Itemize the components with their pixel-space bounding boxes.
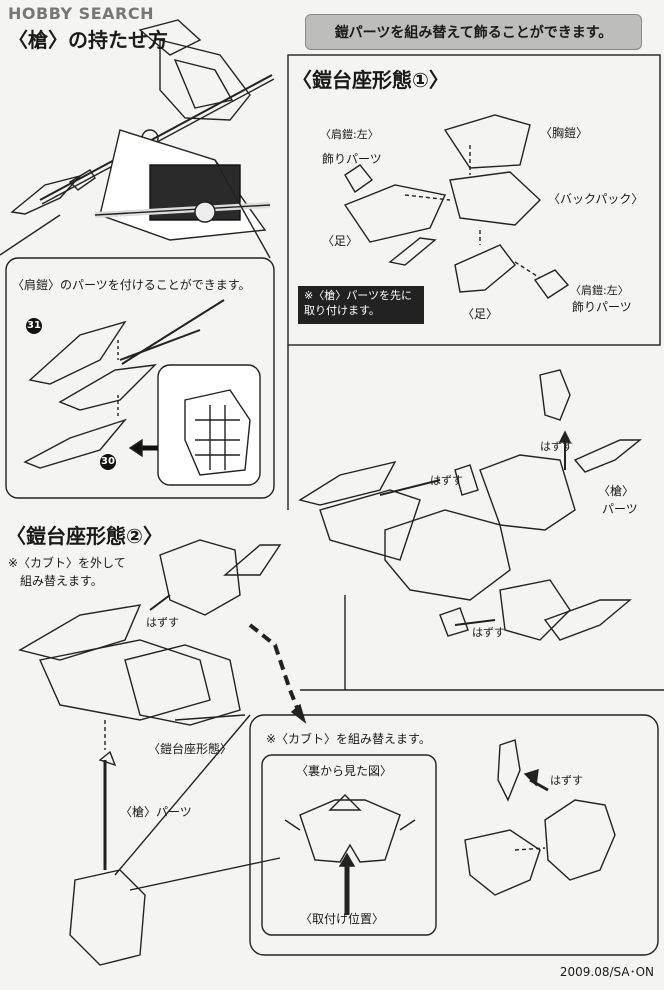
display-mode-2-assembly: [18, 539, 282, 966]
spear-first-note: ※〈槍〉パーツを先に取り付けます。: [298, 286, 424, 324]
display-mode-1-title: 〈鎧台座形態①〉: [292, 68, 449, 92]
display-mode-1-box: [287, 54, 661, 346]
part-number-31: 31: [26, 318, 42, 334]
left-shoulder-label-2: 〈肩鎧:左〉: [570, 284, 629, 297]
rearrange-banner: 鎧パーツを組み替えて飾ることができます。: [305, 14, 642, 50]
part-number-30: 30: [100, 454, 116, 470]
chest-armor-label: 〈胸鎧〉: [540, 126, 589, 140]
watermark-logo: HOBBY SEARCH: [8, 4, 154, 23]
spear-parts-label: パーツ: [602, 502, 638, 516]
helmet-swap-note: ※〈カブト〉を組み替えます。: [266, 732, 431, 746]
remove-helmet-note-1: ※〈カブト〉を外して: [8, 556, 126, 570]
display-mode-2-title: 〈鎧台座形態②〉: [6, 524, 163, 548]
spear-parts-label-2: 〈槍〉パーツ: [120, 805, 192, 819]
rear-view-box: [261, 754, 437, 936]
remove-helmet-note-2: 組み替えます。: [20, 574, 103, 588]
leg-label-1: 〈足〉: [322, 234, 359, 248]
rear-view-title: 〈裏から見た図〉: [296, 764, 393, 778]
remove-label-2: はずす: [430, 474, 463, 487]
remove-label-1: はずす: [540, 440, 573, 453]
decoration-parts-label-2: 飾りパーツ: [572, 300, 632, 314]
spear-holding-title: 〈槍〉の持たせ方: [8, 28, 168, 52]
remove-label-4: はずす: [146, 616, 179, 629]
decoration-parts-label: 飾りパーツ: [322, 152, 382, 166]
shoulder-armor-caption: 〈肩鎧〉のパーツを付けることができます。: [12, 278, 251, 292]
helmet-rear-view: [284, 794, 416, 915]
backpack-label: 〈バックパック〉: [548, 192, 644, 206]
spear-label: 〈槍〉: [598, 484, 635, 498]
left-shoulder-label: 〈肩鎧:左〉: [320, 128, 379, 141]
attach-position-label: 〈取付け位置〉: [300, 912, 385, 926]
shoulder-armor-box: [5, 257, 275, 499]
helmet-assembly-right: [464, 739, 616, 896]
shoulder-armor-illustration: [23, 299, 261, 486]
armor-pedestal-label: 〈鎧台座形態〉: [148, 742, 233, 756]
display-mode-1-assembly: [298, 369, 642, 641]
remove-label-5: はずす: [550, 774, 583, 787]
spear-holding-illustration: [10, 19, 275, 241]
leg-label-2: 〈足〉: [462, 307, 499, 321]
remove-label-3: はずす: [472, 626, 505, 639]
footer-code: 2009.08/SA･ON: [559, 965, 654, 979]
display-mode-1-exploded: [343, 114, 570, 299]
helmet-swap-box: [249, 714, 659, 956]
